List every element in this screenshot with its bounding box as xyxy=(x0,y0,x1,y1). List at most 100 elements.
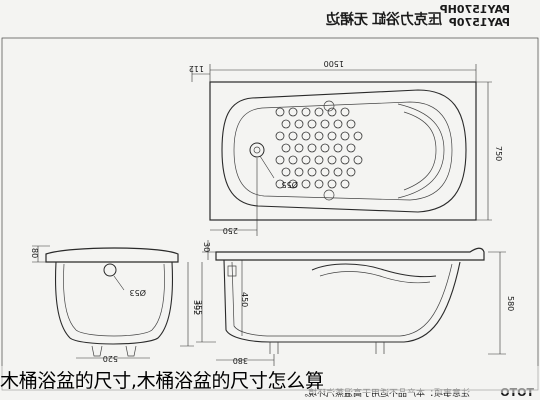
anti-slip-dot xyxy=(275,131,285,141)
anti-slip-dot xyxy=(340,155,350,165)
side-feet xyxy=(269,342,385,354)
side-view-body xyxy=(223,259,461,343)
product-name: 压克力浴缸 xyxy=(372,11,442,28)
anti-slip-dot xyxy=(327,107,337,117)
anti-slip-dot xyxy=(301,155,311,165)
anti-slip-dot xyxy=(275,155,285,165)
anti-slip-dot xyxy=(314,107,324,117)
anti-slip-dot xyxy=(288,179,298,189)
dim-250: 250 xyxy=(223,226,238,235)
side-overflow xyxy=(227,265,237,277)
top-view-outline xyxy=(209,81,477,221)
edge-type: 无裙边 xyxy=(325,11,369,28)
overflow-circle-2 xyxy=(323,189,335,201)
anti-slip-dot xyxy=(346,119,356,129)
dim-line-side-bottom xyxy=(216,354,275,366)
dim-end-bottom: 520 xyxy=(103,354,118,363)
drawing-frame xyxy=(1,37,539,391)
anti-slip-dot xyxy=(281,143,291,153)
caption-text: 木桶浴盆的尺寸,木桶浴盆的尺寸怎么算 xyxy=(0,366,540,393)
dim-end-depth: 355 xyxy=(194,300,203,315)
dim-line-end-rim xyxy=(32,245,50,263)
dim-750: 750 xyxy=(494,146,503,161)
anti-slip-dot xyxy=(314,179,324,189)
anti-slip-dot xyxy=(307,119,317,129)
dim-side-depth: 392 xyxy=(192,300,201,315)
anti-slip-dot xyxy=(333,167,343,177)
dim-line-750 xyxy=(476,81,492,221)
anti-slip-dot xyxy=(288,131,298,141)
dim-1500: 1500 xyxy=(324,59,344,68)
dim-end-rim: 80 xyxy=(30,248,39,258)
anti-slip-dot xyxy=(301,107,311,117)
drain-dia-label: Ø55 xyxy=(282,180,298,190)
anti-slip-dot xyxy=(275,179,285,189)
dim-line-side-height xyxy=(488,251,506,355)
top-view-inner xyxy=(233,101,453,201)
dim-side-bottom: 380 xyxy=(233,356,248,365)
side-view: 30 450 392 580 380 xyxy=(192,240,515,366)
anti-slip-dot xyxy=(327,155,337,165)
dim-line-side-depth xyxy=(196,262,216,343)
model-line-2: PAY1570P xyxy=(449,16,510,29)
end-drain xyxy=(103,263,117,277)
header: PAY1570HP PAY1570P 压克力浴缸 无裙边 xyxy=(325,3,510,29)
anti-slip-dot xyxy=(288,107,298,117)
dim-line-112 xyxy=(191,68,210,82)
anti-slip-dot xyxy=(288,155,298,165)
drain-leader xyxy=(259,155,275,179)
anti-slip-dot xyxy=(333,143,343,153)
drain-inner xyxy=(253,146,261,154)
anti-slip-dot xyxy=(353,131,363,141)
anti-slip-dot xyxy=(307,143,317,153)
dim-line-1500 xyxy=(209,64,477,82)
end-view-feet xyxy=(91,345,137,357)
anti-slip-dot xyxy=(340,179,350,189)
anti-slip-dot xyxy=(294,143,304,153)
side-view-rim xyxy=(215,247,485,261)
side-view-inner xyxy=(231,261,453,337)
side-headrest xyxy=(311,263,437,278)
end-view-inner xyxy=(63,263,165,337)
top-view: Ø55 1500 112 750 250 xyxy=(189,59,503,236)
dim-side-height: 580 xyxy=(506,296,515,311)
anti-slip-dot xyxy=(307,167,317,177)
anti-slip-dot xyxy=(346,143,356,153)
anti-slip-dot xyxy=(327,179,337,189)
dim-line-250 xyxy=(210,158,258,236)
headrest-contour-2 xyxy=(403,111,437,191)
end-view: Ø53 80 355 520 xyxy=(30,245,203,363)
anti-slip-dot xyxy=(320,119,330,129)
anti-slip-dot xyxy=(320,143,330,153)
anti-slip-dots xyxy=(275,107,363,189)
anti-slip-dot xyxy=(327,131,337,141)
anti-slip-dot xyxy=(294,119,304,129)
anti-slip-dot xyxy=(340,107,350,117)
anti-slip-dot xyxy=(346,167,356,177)
dim-line-side-rim xyxy=(202,240,216,260)
dim-line-end-depth xyxy=(180,262,194,347)
anti-slip-dot xyxy=(333,119,343,129)
anti-slip-dot xyxy=(294,167,304,177)
top-view-rim xyxy=(221,89,467,213)
anti-slip-dot xyxy=(353,155,363,165)
dim-side-inner: 450 xyxy=(240,292,249,307)
end-view-body xyxy=(54,261,174,345)
dim-side-rim: 30 xyxy=(202,242,211,252)
model-line-1: PAY1570HP xyxy=(440,3,510,16)
anti-slip-dot xyxy=(314,155,324,165)
anti-slip-dot xyxy=(281,167,291,177)
anti-slip-dot xyxy=(301,179,311,189)
anti-slip-dot xyxy=(301,131,311,141)
anti-slip-dot xyxy=(314,131,324,141)
anti-slip-dot xyxy=(281,119,291,129)
side-headrest-inner xyxy=(319,271,431,284)
overflow-circle xyxy=(323,100,335,112)
dim-112: 112 xyxy=(189,64,204,73)
headrest-contour xyxy=(397,103,445,199)
end-drain-leader xyxy=(113,275,125,291)
end-view-rim xyxy=(45,247,179,263)
drain-circle xyxy=(249,142,265,158)
end-drain-dia: Ø53 xyxy=(130,288,146,298)
